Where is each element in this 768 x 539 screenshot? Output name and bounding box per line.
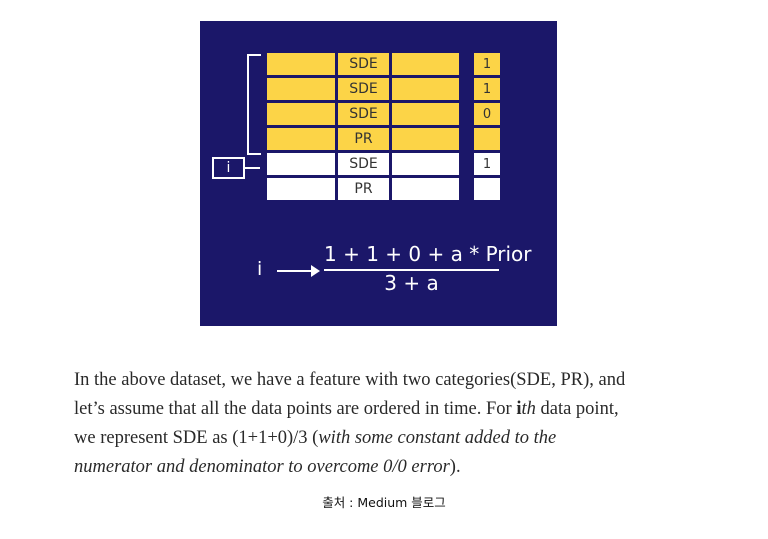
paragraph-text-italic: numerator and denominator to overcome 0/… <box>74 457 450 477</box>
prior-rows-bracket <box>247 54 261 155</box>
image-caption: 출처 : Medium 블로그 <box>322 495 446 510</box>
target-cell: 1 <box>474 53 500 75</box>
table-cell <box>267 178 335 200</box>
category-cell: PR <box>338 178 389 200</box>
paragraph-text-bold: i <box>516 399 522 419</box>
paragraph-text: data point, <box>535 399 619 419</box>
target-cell: 1 <box>474 153 500 175</box>
table-cell <box>392 178 459 200</box>
table-cell <box>267 78 335 100</box>
paragraph-text-italic: with some constant added to the <box>318 428 557 448</box>
table-cell <box>267 103 335 125</box>
paragraph-line: In the above dataset, we have a feature … <box>74 366 704 395</box>
category-cell: SDE <box>338 153 389 175</box>
table-cell <box>267 53 335 75</box>
formula-index: i <box>257 258 263 280</box>
target-cell <box>474 128 500 150</box>
paragraph-text: we represent SDE as (1+1+0)/3 ( <box>74 428 319 448</box>
paragraph-line: let’s assume that all the data points ar… <box>74 395 704 424</box>
table-cell <box>267 153 335 175</box>
formula-denominator: 3 + a <box>384 271 439 295</box>
table-cell <box>267 128 335 150</box>
fraction-bar <box>324 269 499 271</box>
explanation-paragraph: In the above dataset, we have a feature … <box>74 366 704 482</box>
paragraph-text: let’s assume that all the data points ar… <box>74 399 517 419</box>
arrow-right-icon <box>311 265 320 277</box>
target-cell: 1 <box>474 78 500 100</box>
category-cell: SDE <box>338 103 389 125</box>
table-cell <box>392 128 459 150</box>
paragraph-text: In the above dataset, we have a feature … <box>74 370 626 390</box>
paragraph-line: numerator and denominator to overcome 0/… <box>74 453 704 482</box>
table-cell <box>392 78 459 100</box>
category-cell: PR <box>338 128 389 150</box>
target-cell: 0 <box>474 103 500 125</box>
target-cell <box>474 178 500 200</box>
paragraph-line: we represent SDE as (1+1+0)/3 (with some… <box>74 424 704 453</box>
table-cell <box>392 103 459 125</box>
category-cell: SDE <box>338 53 389 75</box>
index-box: i <box>212 157 245 179</box>
paragraph-text: ). <box>449 457 461 477</box>
table-cell <box>392 53 459 75</box>
arrow-shaft <box>277 270 315 272</box>
category-cell: SDE <box>338 78 389 100</box>
paragraph-text-italic: th <box>521 399 536 419</box>
table-cell <box>392 153 459 175</box>
formula-numerator: 1 + 1 + 0 + a * Prior <box>324 242 532 266</box>
index-connector <box>245 167 260 169</box>
